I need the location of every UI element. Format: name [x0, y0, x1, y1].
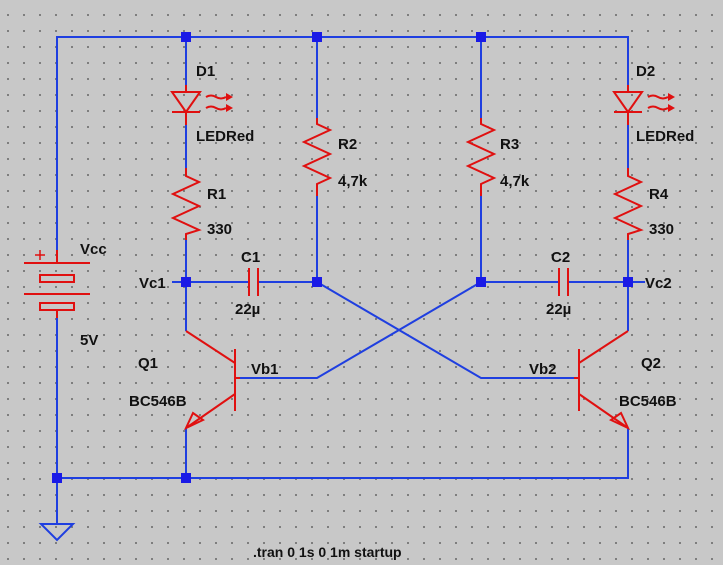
- r3-value-label: 4,7k: [500, 173, 530, 190]
- c2-ref-label: C2: [551, 249, 570, 266]
- plus-icon: [35, 250, 45, 260]
- r1-ref-label: R1: [207, 186, 226, 203]
- d2-ref-label: D2: [636, 63, 655, 80]
- q2-value-label: BC546B: [619, 393, 677, 410]
- net-label-vb2: Vb2: [529, 361, 557, 378]
- junction-node[interactable]: [181, 473, 191, 483]
- junction-node[interactable]: [312, 277, 322, 287]
- light-emission-icon: [205, 93, 233, 112]
- d1-value-label: LEDRed: [196, 128, 254, 145]
- d2-value-label: LEDRed: [636, 128, 694, 145]
- light-emission-icon: [647, 93, 675, 112]
- junction-node[interactable]: [52, 473, 62, 483]
- capacitor-c1[interactable]: [248, 268, 259, 296]
- d1-ref-label: D1: [196, 63, 215, 80]
- resistor-r3[interactable]: [465, 118, 497, 196]
- net-label-vc2: Vc2: [645, 275, 672, 292]
- capacitor-c2[interactable]: [558, 268, 569, 296]
- junction-node[interactable]: [476, 277, 486, 287]
- q1-value-label: BC546B: [129, 393, 187, 410]
- transistor-q1[interactable]: [183, 330, 240, 431]
- q2-ref-label: Q2: [641, 355, 661, 372]
- q1-ref-label: Q1: [138, 355, 158, 372]
- voltage-source-vcc[interactable]: [24, 250, 90, 318]
- ground-icon[interactable]: [38, 523, 76, 542]
- junction-node[interactable]: [312, 32, 322, 42]
- wire-cross-vb2[interactable]: [316, 281, 574, 379]
- led-d1[interactable]: [170, 85, 233, 125]
- labels: D1 LEDRed D2 LEDRed R1 330 R2 4,7k R3 4,…: [80, 63, 694, 560]
- transistor-q2[interactable]: [574, 330, 631, 431]
- wire-cross-vb1[interactable]: [240, 281, 482, 379]
- spice-directive[interactable]: .tran 0 1s 0 1m startup: [253, 544, 402, 560]
- c1-value-label: 22µ: [235, 301, 260, 318]
- junctions: [52, 32, 633, 483]
- r3-ref-label: R3: [500, 136, 519, 153]
- led-d2[interactable]: [612, 85, 675, 125]
- wire-top-rail[interactable]: [56, 36, 629, 250]
- r4-value-label: 330: [649, 221, 674, 238]
- junction-node[interactable]: [181, 277, 191, 287]
- r2-ref-label: R2: [338, 136, 357, 153]
- r1-value-label: 330: [207, 221, 232, 238]
- c2-value-label: 22µ: [546, 301, 571, 318]
- vcc-value-label: 5V: [80, 332, 98, 349]
- vcc-ref-label: Vcc: [80, 241, 107, 258]
- resistor-r2[interactable]: [301, 118, 333, 196]
- resistor-r4[interactable]: [612, 168, 644, 240]
- junction-node[interactable]: [476, 32, 486, 42]
- wire-bottom-rail[interactable]: [56, 318, 629, 479]
- c1-ref-label: C1: [241, 249, 260, 266]
- resistor-r1[interactable]: [170, 168, 202, 240]
- net-label-vc1: Vc1: [139, 275, 166, 292]
- r2-value-label: 4,7k: [338, 173, 368, 190]
- net-label-vb1: Vb1: [251, 361, 279, 378]
- r4-ref-label: R4: [649, 186, 669, 203]
- junction-node[interactable]: [181, 32, 191, 42]
- junction-node[interactable]: [623, 277, 633, 287]
